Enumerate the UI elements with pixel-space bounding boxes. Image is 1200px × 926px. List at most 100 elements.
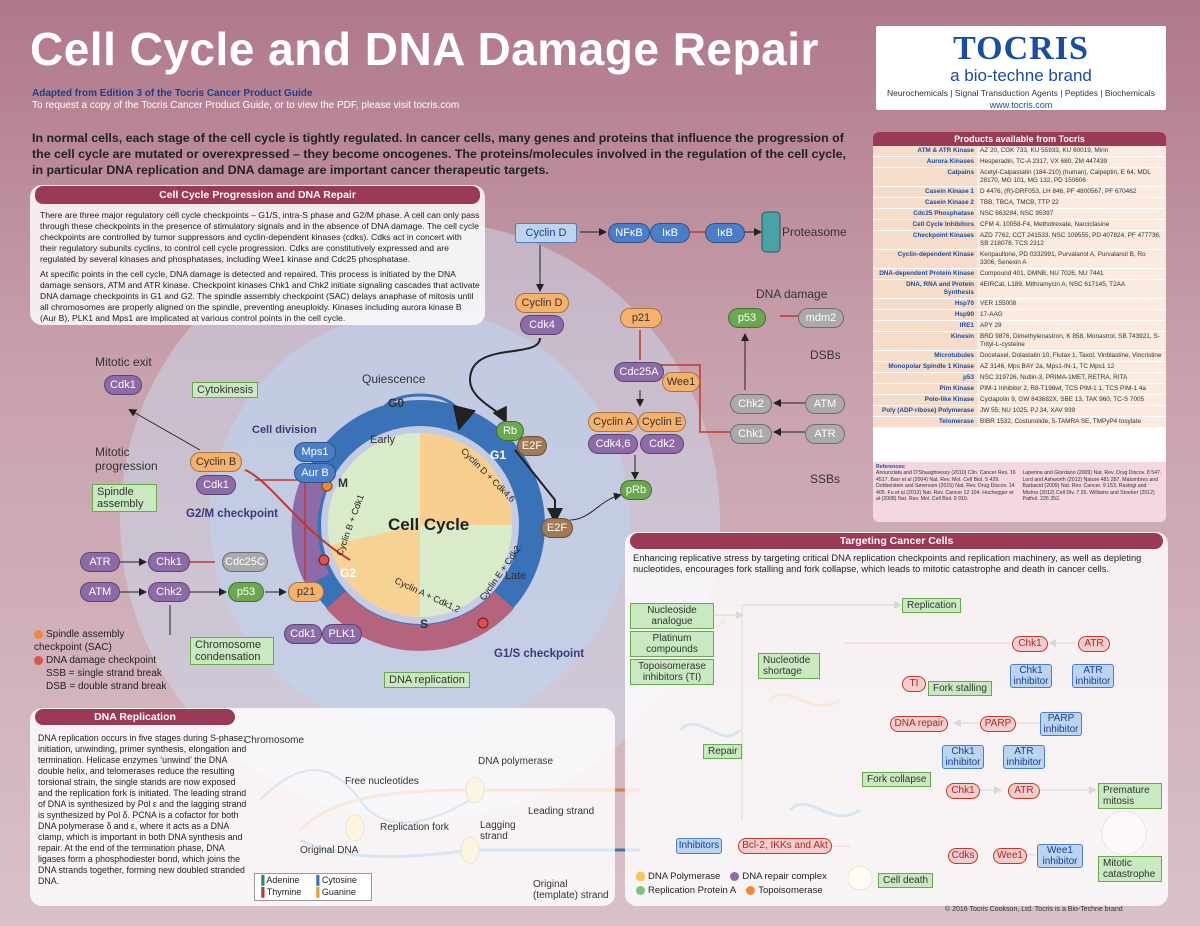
cell-division-label: Cell division — [252, 424, 317, 436]
product-target: Monopolar Spindle 1 Kinase — [873, 361, 977, 373]
premature-mitosis-label: Premature mitosis — [1098, 783, 1162, 809]
cyclin-b-node[interactable]: Cyclin B — [190, 452, 242, 472]
cyclin-a-node[interactable]: Cyclin A — [588, 412, 638, 432]
mitotic-catastrophe-label: Mitotic catastrophe — [1098, 856, 1162, 882]
atm-right-node[interactable]: ATM — [805, 394, 845, 414]
wee1-node[interactable]: Wee1 — [662, 372, 700, 392]
plk1-node[interactable]: PLK1 — [322, 624, 362, 644]
mdm2-node[interactable]: mdm2 — [798, 308, 844, 328]
progression-p1: There are three major regulatory cell cy… — [40, 210, 480, 264]
legend-sac: Spindle assembly checkpoint (SAC) — [34, 628, 174, 654]
cdk46-node[interactable]: Cdk4,6 — [588, 434, 638, 454]
g1s-checkpoint-label: G1/S checkpoint — [494, 648, 585, 660]
topoisomerase-inhibitors: Topoisomerase inhibitors (TI) — [630, 659, 714, 685]
cyclin-e-node[interactable]: Cyclin E — [638, 412, 686, 432]
product-compounds: AZ 20, CGK 733, KU 55933, KU 60019, Miri… — [977, 146, 1166, 157]
spindle-assembly-label: Spindle assembly — [92, 484, 157, 512]
targeting-title: Targeting Cancer Cells — [630, 533, 1163, 549]
chk1-left-node[interactable]: Chk1 — [148, 552, 190, 572]
atr-inhibitor-2[interactable]: ATR inhibitor — [1003, 745, 1045, 769]
product-compounds: TBB, TBCA, TMCB, TTP 22 — [977, 197, 1166, 209]
cdc25a-node[interactable]: Cdc25A — [614, 362, 664, 382]
cyclin-d-top-node[interactable]: Cyclin D — [515, 223, 577, 243]
product-compounds: Acetyl-Calpastatin (184-210) (human), Ca… — [977, 167, 1166, 187]
p21-top-node[interactable]: p21 — [620, 308, 662, 328]
cdk1-top-node[interactable]: Cdk1 — [104, 375, 142, 395]
mps1-node[interactable]: Mps1 — [294, 442, 336, 462]
ikb-node-2[interactable]: IκB — [705, 223, 745, 243]
sac-dot-icon — [34, 629, 43, 639]
g1-label: G1 — [490, 448, 507, 462]
parp-inhibitor[interactable]: PARP inhibitor — [1040, 712, 1082, 736]
dsbs-label: DSBs — [810, 348, 841, 362]
cdks-node[interactable]: Cdks — [948, 848, 978, 864]
cyclin-d-node[interactable]: Cyclin D — [515, 293, 569, 313]
e2f-bottom-node[interactable]: E2F — [541, 518, 573, 538]
cdk1-bottom-node[interactable]: Cdk1 — [284, 624, 322, 644]
product-compounds: Docetaxel, Dolastatin 10, Flutax 1, Taxo… — [977, 350, 1166, 362]
ti-node[interactable]: TI — [902, 676, 926, 692]
inhibitors-node[interactable]: Inhibitors — [676, 838, 722, 854]
adenine-legend: ▐ Adenine — [258, 875, 300, 885]
chk1-right-node[interactable]: Chk1 — [730, 424, 772, 444]
product-compounds: PIM-1 Inhibitor 2, R8-T198wt, TCS PIM-1 … — [977, 383, 1166, 395]
left-legend: Spindle assembly checkpoint (SAC) DNA da… — [34, 628, 174, 693]
prb-node[interactable]: pRb — [620, 480, 652, 500]
original-dna-label: Original DNA — [300, 845, 359, 856]
product-target: Aurora Kinases — [873, 156, 977, 168]
atr-right-node[interactable]: ATR — [805, 424, 845, 444]
cdk1-mid-node[interactable]: Cdk1 — [196, 475, 236, 495]
fork-stalling-label: Fork stalling — [928, 681, 992, 696]
g2-label: G2 — [340, 566, 357, 580]
product-target: Cyclin-dependent Kinase — [873, 249, 977, 269]
adenine-text: Adenine — [266, 875, 300, 885]
p53-left-node[interactable]: p53 — [228, 582, 264, 602]
parp-node[interactable]: PARP — [980, 716, 1016, 732]
chk2-right-node[interactable]: Chk2 — [730, 394, 772, 414]
legend-rpa: Replication Protein A — [636, 884, 736, 898]
leading-strand-label: Leading strand — [528, 806, 595, 817]
bcl2-node[interactable]: Bcl-2, IKKs and Akt — [738, 838, 832, 854]
product-target: Cell Cycle Inhibitors — [873, 219, 977, 231]
tocris-logo[interactable]: TOCRIS a bio-techne brand Neurochemicals… — [876, 26, 1166, 110]
product-compounds: AZ 3146, Mps BAY 2a, Mps1-IN-1, TC Mps1 … — [977, 361, 1166, 373]
chk2-left-node[interactable]: Chk2 — [148, 582, 190, 602]
cdc25c-node[interactable]: Cdc25C — [222, 552, 268, 572]
atm-left-node[interactable]: ATM — [80, 582, 120, 602]
atr-b-node[interactable]: ATR — [1008, 783, 1040, 799]
atr-left-node[interactable]: ATR — [80, 552, 120, 572]
wee1-inhibitor[interactable]: Wee1 inhibitor — [1037, 844, 1083, 868]
chk1-inhibitor-2[interactable]: Chk1 inhibitor — [942, 745, 984, 769]
nfkb-node[interactable]: NFκB — [608, 223, 650, 243]
p21-left-node[interactable]: p21 — [288, 582, 324, 602]
ikb-node-1[interactable]: IκB — [650, 223, 690, 243]
chk1-target-node[interactable]: Chk1 — [1012, 636, 1048, 652]
atr-inhibitor[interactable]: ATR inhibitor — [1072, 664, 1114, 688]
subtitle-request: To request a copy of the Tocris Cancer P… — [32, 100, 460, 111]
references-title: References: — [876, 464, 906, 470]
rb-node[interactable]: Rb — [496, 421, 524, 441]
e2f-top-node[interactable]: E2F — [517, 436, 547, 456]
legend-topo: Topoisomerase — [746, 884, 823, 898]
product-target: IRE1 — [873, 320, 977, 332]
atr-target-node[interactable]: ATR — [1078, 636, 1110, 652]
aurb-node[interactable]: Aur B — [294, 463, 336, 483]
progression-p2: At specific points in the cell cycle, DN… — [40, 269, 480, 323]
cdk4-node[interactable]: Cdk4 — [520, 315, 564, 335]
product-compounds: NSC 319726, Nutlin-3, PRIMA-1MET, RETRA,… — [977, 372, 1166, 384]
cdk2-node[interactable]: Cdk2 — [640, 434, 684, 454]
replication-text: DNA replication occurs in five stages du… — [38, 733, 247, 886]
chk1-inhibitor[interactable]: Chk1 inhibitor — [1010, 664, 1052, 688]
wee1-target-node[interactable]: Wee1 — [993, 848, 1027, 864]
p53-top-node[interactable]: p53 — [728, 308, 766, 328]
chk1-b-node[interactable]: Chk1 — [946, 783, 980, 799]
product-compounds: 17-AAG — [977, 309, 1166, 321]
product-target: DNA, RNA and Protein Synthesis — [873, 279, 977, 299]
logo-url[interactable]: www.tocris.com — [989, 100, 1053, 110]
dna-repair-node[interactable]: DNA repair — [890, 716, 948, 732]
